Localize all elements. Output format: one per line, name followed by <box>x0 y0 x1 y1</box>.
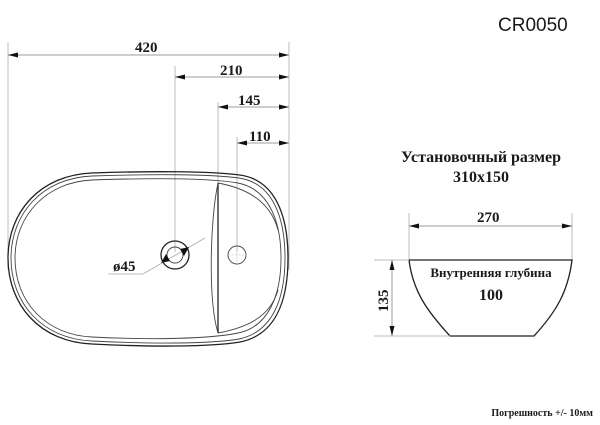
shelf-bottom-line <box>217 289 279 334</box>
dimension-420: 420 <box>8 40 289 58</box>
arrow-left-icon <box>175 74 185 80</box>
drain-hole <box>166 246 184 264</box>
model-code: CR0050 <box>498 15 568 36</box>
dim-shelf-offset: 145 <box>238 93 261 109</box>
arrow-right-icon <box>279 74 289 80</box>
top-view: 420 210 145 110 <box>7 40 290 347</box>
dimension-110: 110 <box>237 129 289 146</box>
arrow-left-icon <box>237 140 247 146</box>
arrow-left-icon <box>8 52 18 58</box>
arrow-down-icon <box>389 326 395 336</box>
arrow-right-icon <box>279 140 289 146</box>
side-view: Установочный размер 310x150 270 135 Внут… <box>374 149 573 337</box>
dim-overall-width: 420 <box>135 40 158 56</box>
inner-depth-label: Внутренняя глубина <box>430 265 552 280</box>
sink-bowl-edge <box>14 178 282 340</box>
dim-taphole-offset: 110 <box>249 129 271 145</box>
dim-bowl-width: 270 <box>477 210 500 226</box>
sink-outer-rim <box>7 171 289 347</box>
dimension-145: 145 <box>218 93 289 110</box>
shelf-curve <box>210 182 219 334</box>
dim-drain-offset: 210 <box>220 63 243 79</box>
drain-outer-ring <box>160 240 190 270</box>
dimension-210: 210 <box>175 63 289 80</box>
arrow-icon <box>161 254 170 263</box>
mounting-size: 310x150 <box>453 169 509 186</box>
bowl-profile <box>408 259 573 337</box>
mounting-label: Установочный размер <box>401 149 561 166</box>
arrow-right-icon <box>279 52 289 58</box>
arrow-right-icon <box>279 104 289 110</box>
sink-rim-inner-line <box>10 174 286 344</box>
tolerance-note: Погрешность +/- 10мм <box>491 408 593 419</box>
dim-drain-diameter: ø45 <box>113 259 136 275</box>
inner-depth-value: 100 <box>479 287 503 304</box>
shelf-top-line <box>217 182 279 231</box>
arrow-left-icon <box>409 223 419 229</box>
arrow-left-icon <box>218 104 228 110</box>
arrow-icon <box>180 247 189 256</box>
arrow-right-icon <box>562 223 572 229</box>
diameter-leader <box>142 237 206 275</box>
dim-height: 135 <box>376 290 392 313</box>
arrow-up-icon <box>389 260 395 270</box>
